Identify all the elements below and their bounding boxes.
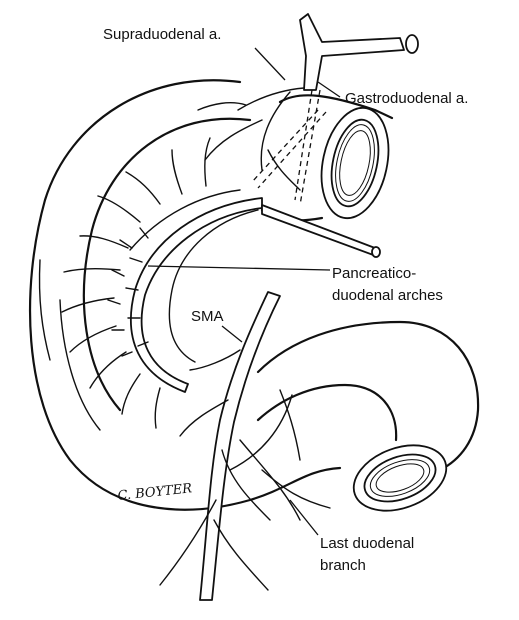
- supraduodenal-artery-label: Supraduodenal a.: [103, 26, 221, 43]
- last-duodenal-branch-label-line2: branch: [320, 557, 366, 574]
- gastroduodenal-artery-label: Gastroduodenal a.: [345, 90, 468, 107]
- supraduodenal-artery: [198, 88, 304, 190]
- pancreaticoduodenal-label-line1: Pancreatico-: [332, 265, 416, 282]
- sma-label: SMA: [191, 308, 224, 325]
- artist-signature: C. BOYTER: [117, 481, 193, 504]
- duodenum-c-loop: [30, 80, 340, 509]
- last-duodenal-branch-label-line1: Last duodenal: [320, 535, 414, 552]
- pancreaticoduodenal-label-line2: duodenal arches: [332, 287, 443, 304]
